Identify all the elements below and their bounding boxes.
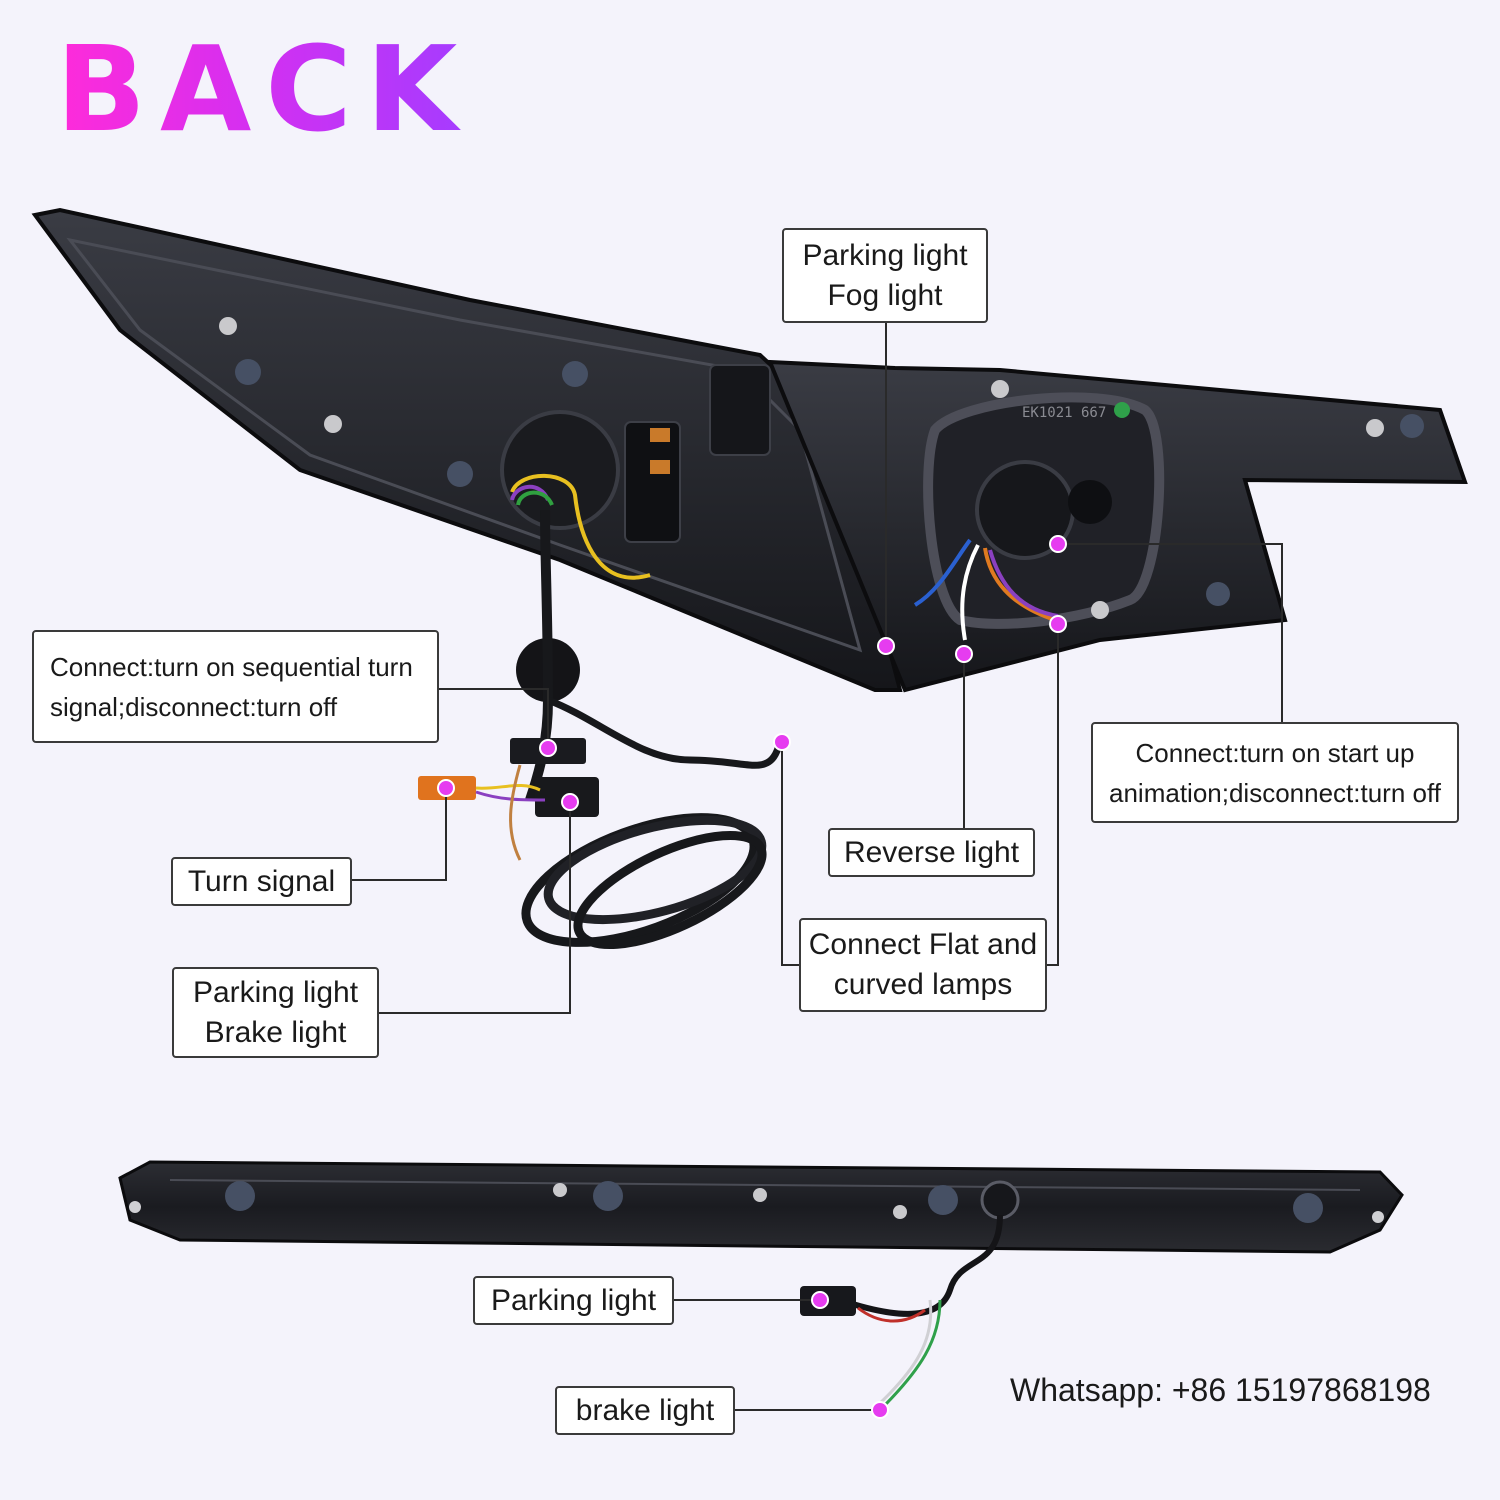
callout-turn-signal: Turn signal: [171, 857, 352, 906]
callout-line: Connect Flat and: [808, 928, 1038, 961]
callout-bar-brake-light: brake light: [555, 1386, 735, 1435]
callout-line: Parking light: [802, 238, 968, 272]
callout-line: brake light: [575, 1393, 715, 1427]
wiring-harness: [418, 509, 784, 950]
page-heading: BACK: [56, 20, 472, 158]
leader-sequential-turn: [438, 688, 549, 748]
callout-sequential-turn: Connect:turn on sequential turn signal;d…: [32, 630, 439, 743]
callout-line: Parking light: [192, 975, 359, 1009]
callout-flat-curved-lamps: Connect Flat and curved lamps: [799, 918, 1047, 1012]
trunk-light-bar: [118, 1160, 1404, 1410]
marker-parking-fog: [877, 637, 895, 655]
callout-line: Connect:turn on start up: [1135, 737, 1415, 768]
callout-line: Reverse light: [843, 835, 1020, 869]
outer-tail-lamp: [31, 207, 903, 692]
callout-line: Parking light: [490, 1283, 657, 1317]
callout-line: Fog light: [827, 278, 943, 312]
svg-text:EK1021 667: EK1021 667: [1022, 405, 1106, 421]
inner-tail-lamp: EK1021 667: [766, 359, 1468, 693]
marker-parking-brake: [561, 793, 579, 811]
marker-reverse: [955, 645, 973, 663]
marker-flat-curved-lamp: [1049, 615, 1067, 633]
callout-reverse-light: Reverse light: [828, 828, 1035, 877]
marker-bar-parking: [811, 1291, 829, 1309]
marker-flat-curved-cable: [773, 733, 791, 751]
connector-markers: [437, 535, 1067, 1419]
marker-turn-signal: [437, 779, 455, 797]
marker-bar-brake: [871, 1401, 889, 1419]
whatsapp-contact: Whatsapp: +86 15197868198: [1010, 1372, 1431, 1408]
leader-turn-signal: [352, 788, 447, 881]
callout-line: Connect:turn on sequential turn: [50, 651, 413, 682]
callout-parking-fog: Parking light Fog light: [782, 228, 988, 323]
leader-flat-curved: [781, 742, 800, 966]
leader-flat-curved-right: [1046, 624, 1059, 966]
marker-sequential-turn: [539, 739, 557, 757]
callout-line: Brake light: [204, 1015, 347, 1049]
callout-line: Turn signal: [187, 864, 336, 898]
callout-line: animation;disconnect:turn off: [1109, 777, 1441, 808]
callout-start-up-animation: Connect:turn on start up animation;disco…: [1091, 722, 1459, 823]
leader-parking-brake: [378, 802, 571, 1014]
leader-start-up: [1058, 543, 1283, 722]
callout-bar-parking-light: Parking light: [473, 1276, 674, 1325]
marker-start-up: [1049, 535, 1067, 553]
callout-parking-brake: Parking light Brake light: [172, 967, 379, 1058]
callout-line: curved lamps: [833, 968, 1013, 1001]
callout-line: signal;disconnect:turn off: [50, 691, 338, 722]
leader-lines: [352, 322, 1283, 1411]
